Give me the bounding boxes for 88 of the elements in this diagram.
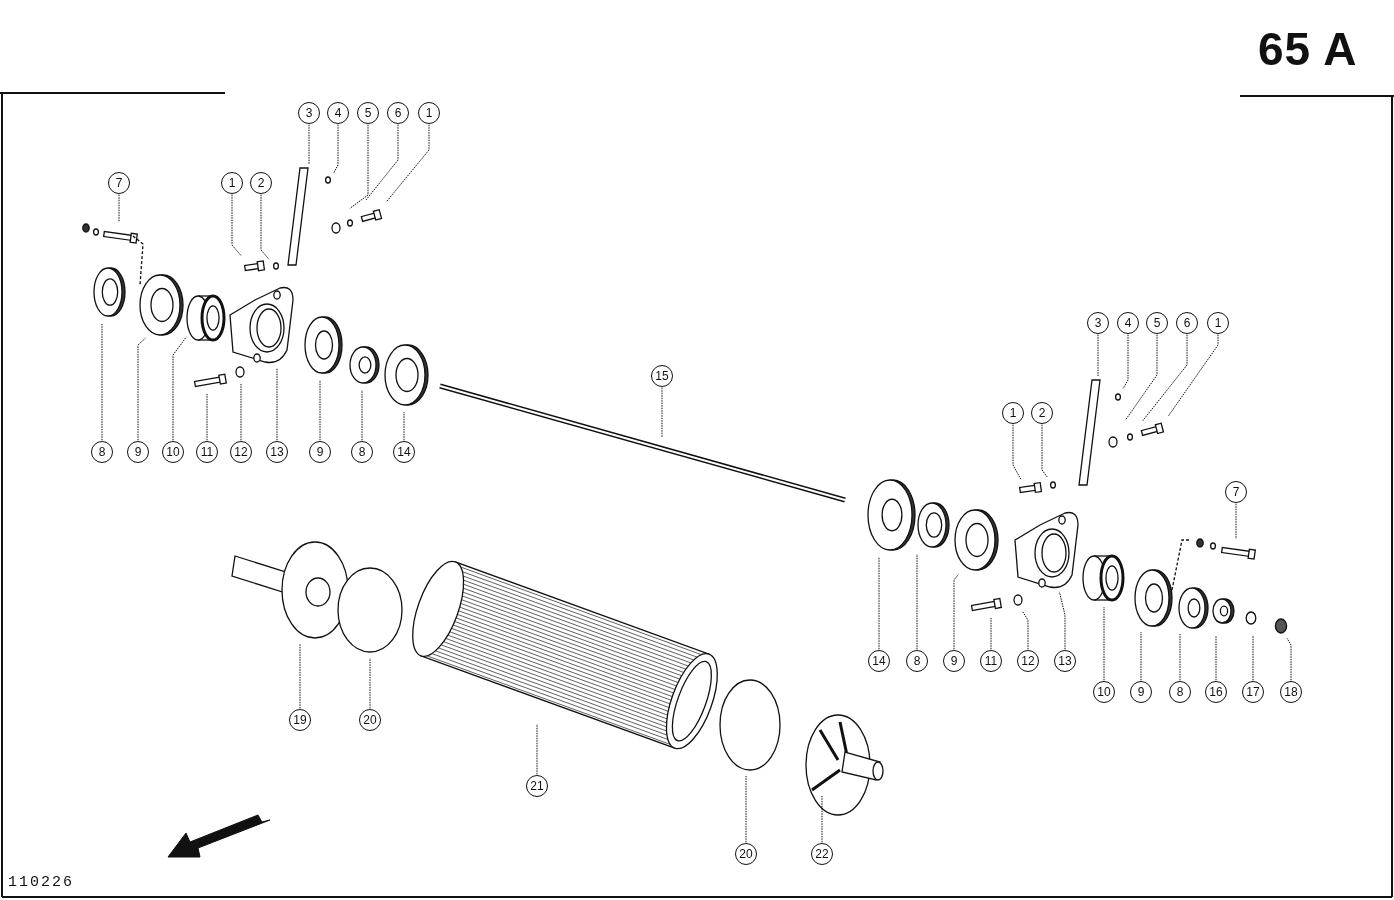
leader-line xyxy=(172,336,187,441)
leader-line xyxy=(1235,503,1237,540)
callout-number: 6 xyxy=(387,102,409,124)
leader-line xyxy=(1141,334,1188,422)
leader-line xyxy=(953,574,959,650)
callout-number: 22 xyxy=(811,843,833,865)
callout-number: 16 xyxy=(1205,681,1227,703)
leader-line xyxy=(1021,610,1029,650)
leader-line xyxy=(137,337,147,441)
callout-number: 3 xyxy=(1087,312,1109,334)
leader-line xyxy=(1041,424,1048,478)
leader-line xyxy=(1179,633,1181,681)
leader-line xyxy=(1124,334,1158,421)
callout-number: 9 xyxy=(127,441,149,463)
leader-line xyxy=(661,387,663,438)
callout-number: 1 xyxy=(1207,312,1229,334)
leader-line xyxy=(1103,606,1105,681)
drawing-number: 110226 xyxy=(8,874,74,891)
callout-number: 8 xyxy=(1169,681,1191,703)
leader-line xyxy=(403,411,405,441)
leader-line xyxy=(231,194,243,257)
callout-number: 10 xyxy=(1093,681,1115,703)
leader-line xyxy=(101,323,103,441)
leader-line xyxy=(240,383,242,441)
callout-number: 10 xyxy=(162,441,184,463)
leader-line xyxy=(369,657,371,709)
leader-line xyxy=(990,617,992,650)
callout-number: 2 xyxy=(250,172,272,194)
leader-line xyxy=(536,723,538,775)
leader-line xyxy=(916,553,918,650)
callout-number: 13 xyxy=(266,441,288,463)
callout-number: 12 xyxy=(1017,650,1039,672)
callout-number: 11 xyxy=(980,650,1002,672)
callout-number: 9 xyxy=(943,650,965,672)
leader-line xyxy=(1122,334,1129,390)
callout-number: 9 xyxy=(1130,681,1152,703)
leader-line xyxy=(1168,334,1219,417)
callout-number: 2 xyxy=(1031,402,1053,424)
leader-line xyxy=(276,367,278,441)
leader-line xyxy=(1058,591,1066,650)
leader-line xyxy=(308,124,310,165)
leader-line xyxy=(118,194,120,223)
callout-number: 17 xyxy=(1242,681,1264,703)
callout-number: 11 xyxy=(196,441,218,463)
callout-number: 8 xyxy=(91,441,113,463)
callout-number: 14 xyxy=(868,650,890,672)
leader-line xyxy=(1286,637,1292,681)
callout-number: 9 xyxy=(309,441,331,463)
leader-line xyxy=(1252,634,1254,681)
callout-number: 13 xyxy=(1054,650,1076,672)
leader-line xyxy=(1012,424,1022,481)
callout-number: 15 xyxy=(651,365,673,387)
callout-number: 12 xyxy=(230,441,252,463)
callout-number: 14 xyxy=(393,441,415,463)
callout-number: 7 xyxy=(108,172,130,194)
callout-number: 19 xyxy=(289,709,311,731)
callout-number: 4 xyxy=(1117,312,1139,334)
leader-line xyxy=(349,124,369,209)
page-number: 65 A xyxy=(1258,22,1358,76)
callout-number: 6 xyxy=(1176,312,1198,334)
callout-number: 8 xyxy=(906,650,928,672)
callout-number: 1 xyxy=(418,102,440,124)
callout-number: 20 xyxy=(359,709,381,731)
leader-line xyxy=(206,393,208,441)
callout-number: 1 xyxy=(1002,402,1024,424)
leader-line xyxy=(319,379,321,441)
leader-line xyxy=(1140,631,1142,681)
leader-line xyxy=(333,124,339,174)
callout-number: 5 xyxy=(1146,312,1168,334)
leader-line xyxy=(386,124,430,202)
callout-number: 4 xyxy=(327,102,349,124)
leader-line xyxy=(1215,635,1217,681)
leader-line xyxy=(745,775,747,843)
leader-line xyxy=(361,389,363,441)
callout-number: 20 xyxy=(735,843,757,865)
leader-line xyxy=(299,643,301,709)
callout-number: 7 xyxy=(1225,481,1247,503)
callout-number: 8 xyxy=(351,441,373,463)
leader-line xyxy=(1097,334,1099,377)
callout-number: 3 xyxy=(298,102,320,124)
callout-number: 1 xyxy=(221,172,243,194)
callout-number: 5 xyxy=(357,102,379,124)
callout-number: 18 xyxy=(1280,681,1302,703)
leader-line xyxy=(365,124,399,201)
leader-line xyxy=(878,556,880,650)
leader-line xyxy=(821,795,823,843)
callout-number: 21 xyxy=(526,775,548,797)
leader-line xyxy=(260,194,270,260)
